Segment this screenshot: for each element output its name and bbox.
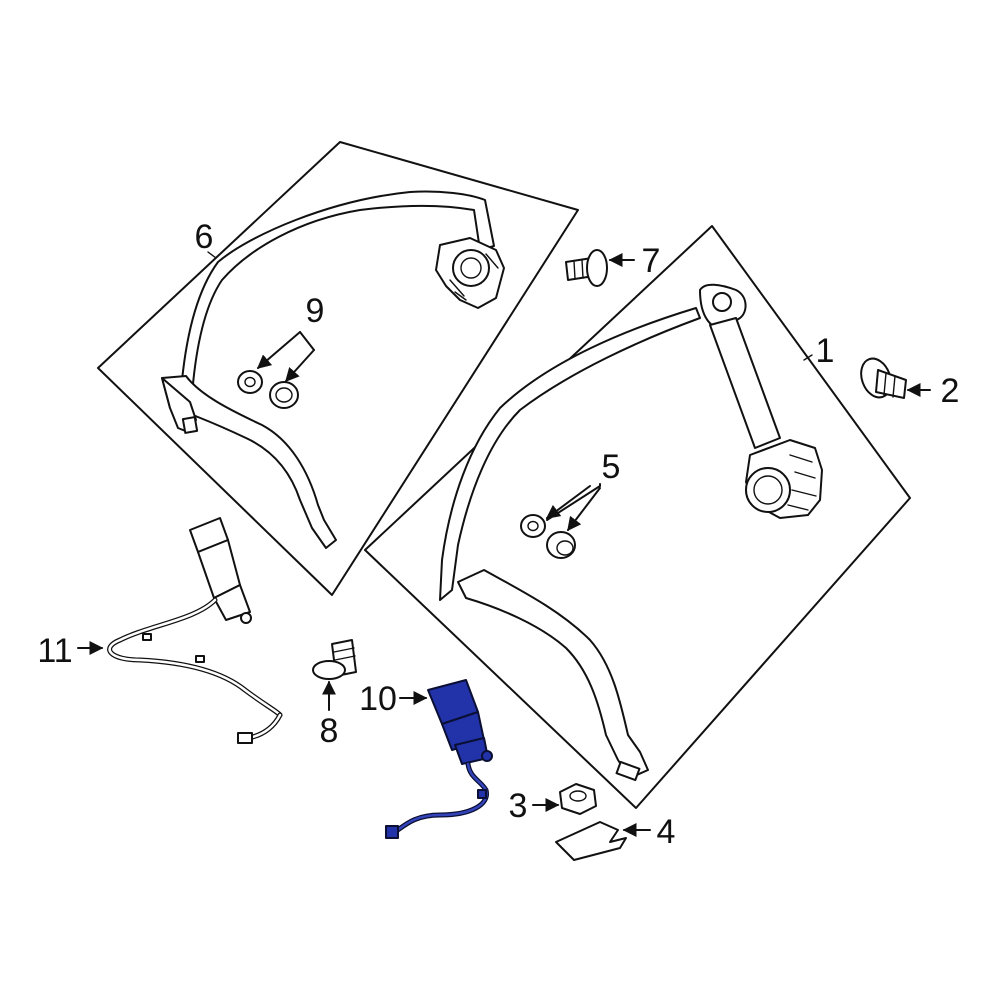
callout-label-8: 8 [320,712,339,750]
callout-label-6: 6 [195,218,214,256]
callout-5: 5 [545,448,621,532]
part-9-washers [237,370,299,409]
callout-2: 2 [906,372,960,410]
panel-1-belt-assembly [364,225,911,809]
callout-6: 6 [195,218,217,259]
panel-6-belt-assembly [97,141,579,596]
callout-label-5: 5 [602,448,621,486]
callout-label-11: 11 [37,632,72,670]
callout-label-1: 1 [816,332,835,370]
callout-label-10: 10 [359,680,397,718]
callout-label-7: 7 [642,242,661,280]
part-11-buckle [107,517,283,744]
callout-9: 9 [256,292,325,383]
retractor-6 [435,237,505,309]
part-2-bolt [860,357,907,399]
part-5-washers [520,514,576,559]
part-8-bolt [312,639,357,680]
part-3-nut [559,783,597,815]
callout-label-2: 2 [941,372,960,410]
part-7-bolt [565,249,608,287]
callout-8: 8 [320,680,339,750]
part-4-plate [555,821,627,861]
callout-label-4: 4 [657,813,676,851]
callout-label-9: 9 [306,292,325,330]
retractor-1 [745,439,823,519]
callout-10: 10 [359,680,428,718]
part-10-buckle-highlighted [385,679,493,839]
callout-label-3: 3 [509,787,528,825]
callout-11: 11 [37,632,104,670]
callout-3: 3 [509,787,560,825]
callout-4: 4 [622,813,676,851]
callout-1: 1 [803,332,835,370]
callout-7: 7 [608,242,661,280]
